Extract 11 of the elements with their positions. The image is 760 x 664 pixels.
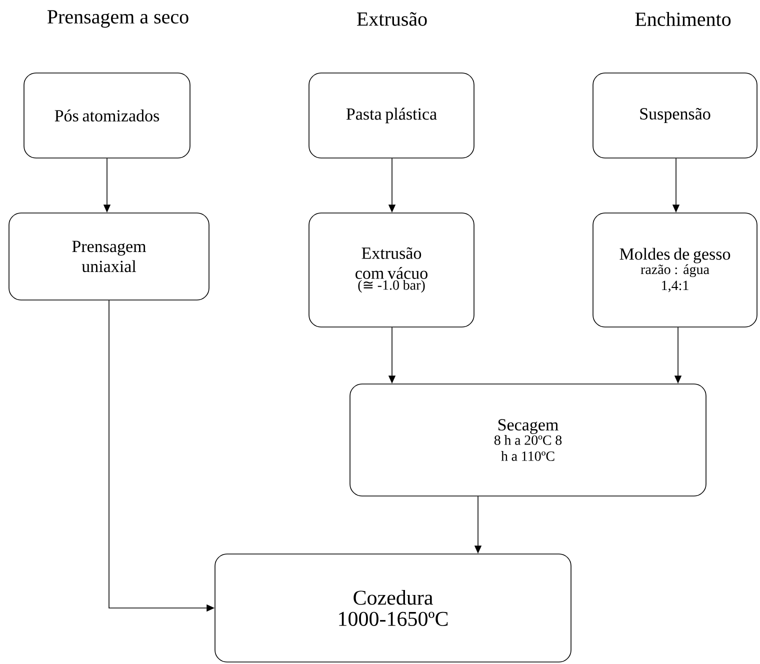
process-box: Pasta plástica	[308, 72, 474, 158]
process-box: Moldes de gesso razão : água 1,4:1	[592, 212, 758, 328]
process-box: Suspensão	[592, 72, 758, 158]
column-heading: Enchimento	[635, 12, 731, 26]
process-box: Secagem 8 h a 20ºC 8 h a 110ºC	[350, 384, 706, 496]
process-box: Pós atomizados	[24, 72, 190, 158]
column-heading: Extrusão	[357, 12, 427, 26]
column-heading: Prensagem a seco	[48, 10, 188, 28]
process-box: Prensagem uniaxial	[8, 212, 210, 300]
process-box: Cozedura 1000-1650ºC	[214, 554, 572, 662]
process-box: Extrusão com vácuo (≅ -1.0 bar)	[308, 212, 474, 328]
